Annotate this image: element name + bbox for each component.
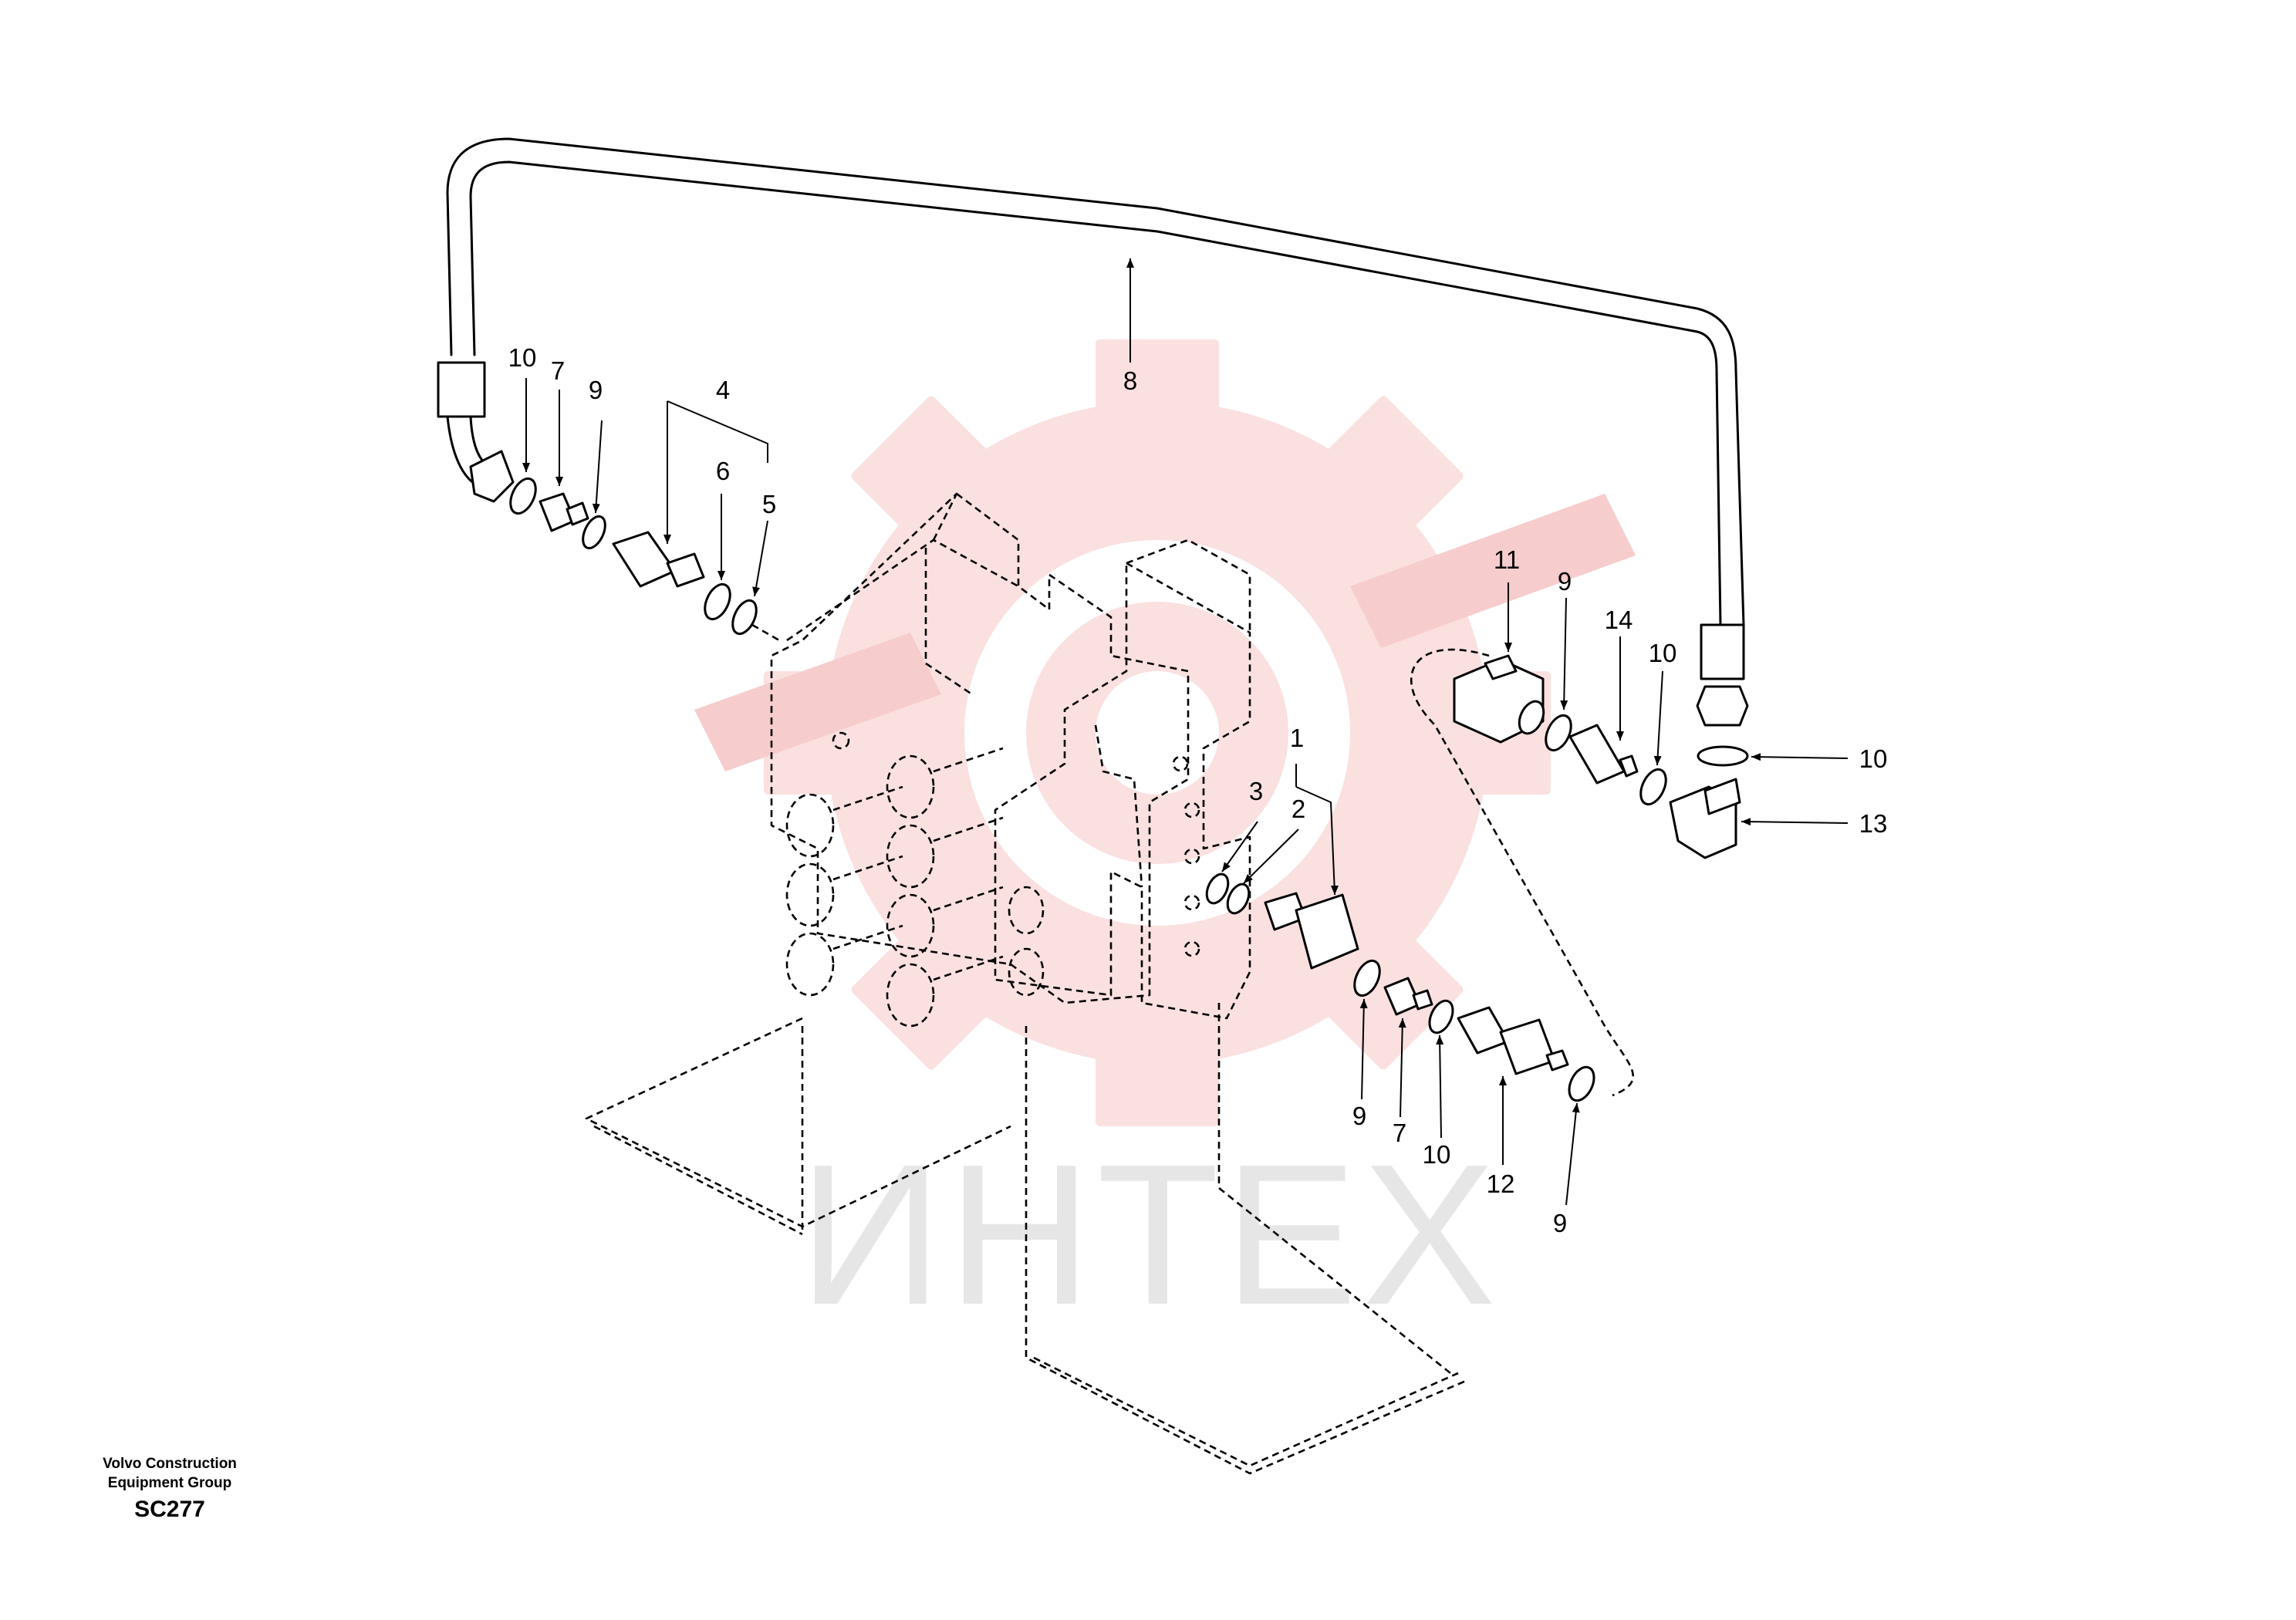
company-name: Volvo Construction Equipment Group bbox=[46, 1454, 293, 1493]
adapter-14 bbox=[1568, 724, 1639, 785]
elbow-13 bbox=[1669, 778, 1741, 859]
callout-9-right: 9 bbox=[1553, 1209, 1567, 1237]
relief-valve-4 bbox=[612, 531, 705, 588]
callout-10-top: 10 bbox=[1859, 744, 1888, 773]
watermark-text: ИНТЕХ bbox=[799, 1123, 1501, 1347]
center-fitting-group bbox=[1205, 872, 1595, 1102]
callout-7-left: 7 bbox=[551, 356, 565, 385]
callout-12: 12 bbox=[1487, 1169, 1515, 1198]
o-ring-3 bbox=[1205, 872, 1230, 905]
spool-plugs bbox=[785, 747, 1045, 1028]
callouts: 8 10 7 9 4 6 5 1 3 2 9 7 10 12 9 11 9 14… bbox=[508, 343, 1888, 1237]
pilot-line-outline bbox=[1410, 648, 1635, 1097]
gear-icon bbox=[694, 339, 1636, 1126]
callout-6: 6 bbox=[716, 457, 730, 485]
diagram-code: SC277 bbox=[134, 1497, 205, 1522]
callout-10-right: 10 bbox=[1649, 639, 1677, 667]
callout-7-center: 7 bbox=[1393, 1119, 1406, 1147]
o-ring-10-center bbox=[1428, 999, 1454, 1034]
o-ring-9-left bbox=[582, 515, 606, 550]
o-ring-9-right bbox=[1568, 1065, 1595, 1102]
company-line-1: Volvo Construction bbox=[103, 1456, 237, 1472]
hose-8 bbox=[437, 137, 1749, 727]
callout-9-block: 9 bbox=[1558, 567, 1572, 596]
o-ring-6 bbox=[704, 582, 731, 621]
callout-10-center: 10 bbox=[1423, 1140, 1451, 1169]
callout-10-left: 10 bbox=[508, 343, 537, 372]
o-ring-9-center bbox=[1353, 959, 1381, 997]
callout-9-left: 9 bbox=[589, 376, 603, 404]
control-valve-outline bbox=[585, 492, 1467, 1475]
callout-1: 1 bbox=[1290, 724, 1304, 752]
leader-lines bbox=[522, 258, 1849, 1206]
callout-3: 3 bbox=[1249, 777, 1263, 805]
o-ring-10-left bbox=[509, 477, 537, 515]
o-ring-9-block bbox=[1545, 714, 1572, 752]
callout-9-center: 9 bbox=[1352, 1102, 1366, 1130]
o-ring-2 bbox=[1226, 883, 1251, 915]
callout-13: 13 bbox=[1859, 809, 1888, 838]
callout-8: 8 bbox=[1123, 366, 1137, 395]
adapter-7-center bbox=[1383, 977, 1433, 1016]
callout-5: 5 bbox=[762, 490, 776, 518]
fitting-12 bbox=[1457, 1006, 1569, 1075]
o-ring-10-right bbox=[1639, 768, 1667, 806]
right-fitting-group bbox=[1453, 654, 1749, 859]
company-line-2: Equipment Group bbox=[107, 1475, 232, 1491]
watermark-gear-logo: ИНТЕХ bbox=[694, 339, 1636, 1347]
callout-2: 2 bbox=[1292, 795, 1305, 823]
port-holes bbox=[832, 731, 1200, 957]
callout-11: 11 bbox=[1494, 545, 1520, 574]
relief-valve-1 bbox=[1264, 892, 1359, 970]
o-ring-10-top bbox=[1697, 745, 1749, 767]
adapter-7-left bbox=[539, 492, 589, 532]
callout-4: 4 bbox=[716, 376, 730, 404]
block-11 bbox=[1453, 654, 1545, 744]
callout-14: 14 bbox=[1605, 606, 1633, 634]
left-fitting-group bbox=[509, 477, 780, 642]
o-ring-5 bbox=[731, 599, 758, 636]
